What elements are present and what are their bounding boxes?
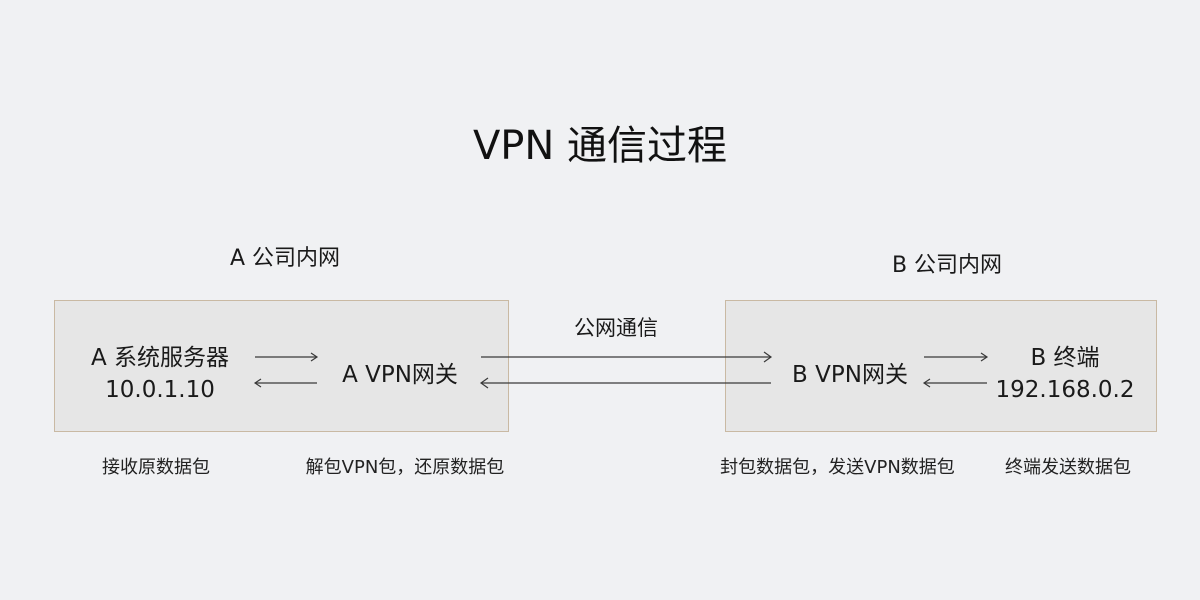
terminal-b-ip: 192.168.0.2 [995,377,1135,403]
note-gateway-b: 封包数据包，发送VPN数据包 [720,457,955,478]
server-a-name: A 系统服务器 [90,345,230,371]
network-a-label: A 公司内网 [229,246,341,271]
terminal-b-node: B 终端 192.168.0.2 [985,342,1145,406]
note-terminal-b: 终端发送数据包 [1005,457,1131,478]
network-b-box [725,300,1157,432]
server-a-ip: 10.0.1.10 [105,377,215,403]
server-a-node: A 系统服务器 10.0.1.10 [60,342,260,406]
note-server-a: 接收原数据包 [102,457,210,478]
note-gateway-a: 解包VPN包，还原数据包 [305,457,505,478]
network-a-box [54,300,509,432]
public-link-label: 公网通信 [574,316,658,340]
network-b-label: B 公司内网 [891,253,1003,278]
gateway-a-node: A VPN网关 [315,359,485,391]
diagram-title: VPN 通信过程 [472,123,728,169]
terminal-b-name: B 终端 [1030,345,1100,371]
gateway-a-name: A VPN网关 [342,362,458,388]
gateway-b-name: B VPN网关 [792,362,908,388]
gateway-b-node: B VPN网关 [775,359,925,391]
